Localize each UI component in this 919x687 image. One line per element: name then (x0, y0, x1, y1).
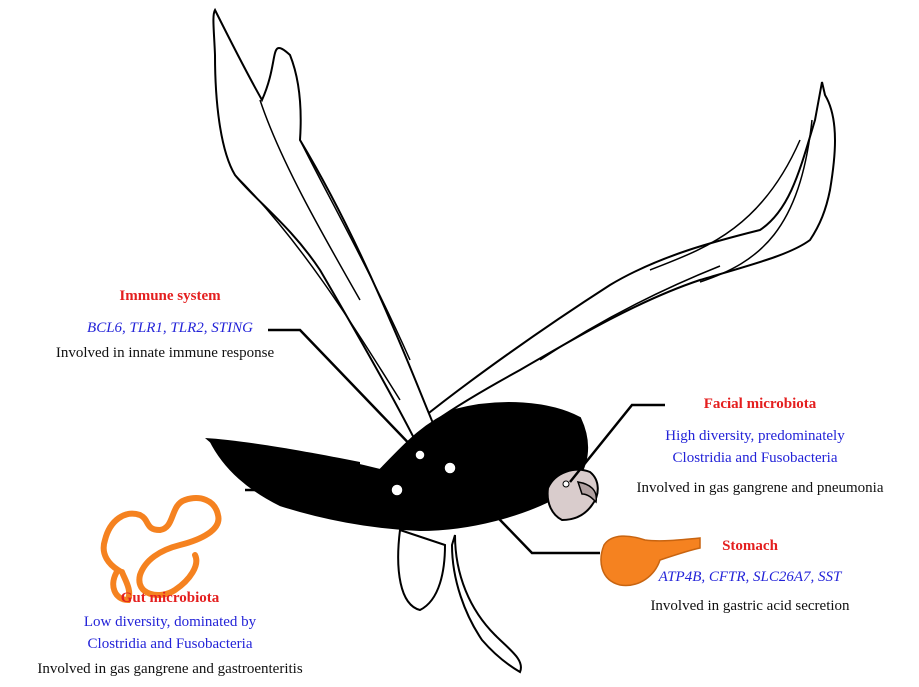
gut-organ-icon (104, 498, 219, 600)
gut-detail-2: Clostridia and Fusobacteria (40, 633, 300, 656)
facial-detail-1: High diversity, predominately (620, 425, 890, 448)
left-wing (213, 10, 440, 450)
immune-title: Immune system (95, 285, 245, 308)
facial-title: Facial microbiota (670, 393, 850, 416)
eye (563, 481, 569, 487)
stomach-note: Involved in gastric acid secretion (620, 595, 880, 618)
right-wing (420, 82, 835, 425)
stomach-title: Stomach (700, 535, 800, 558)
gut-marker (391, 484, 403, 496)
immune-note: Involved in innate immune response (30, 342, 300, 365)
stomach-genes: ATP4B, CFTR, SLC26A7, SST (620, 566, 880, 589)
gut-detail-1: Low diversity, dominated by (40, 611, 300, 634)
gut-title: Gut microbiota (95, 587, 245, 610)
stomach-marker (444, 462, 456, 474)
immune-genes: BCL6, TLR1, TLR2, STING (60, 317, 280, 340)
immune-marker (415, 450, 425, 460)
legs (398, 530, 521, 672)
facial-note: Involved in gas gangrene and pneumonia (605, 477, 915, 500)
facial-detail-2: Clostridia and Fusobacteria (620, 447, 890, 470)
gut-note: Involved in gas gangrene and gastroenter… (5, 658, 335, 681)
